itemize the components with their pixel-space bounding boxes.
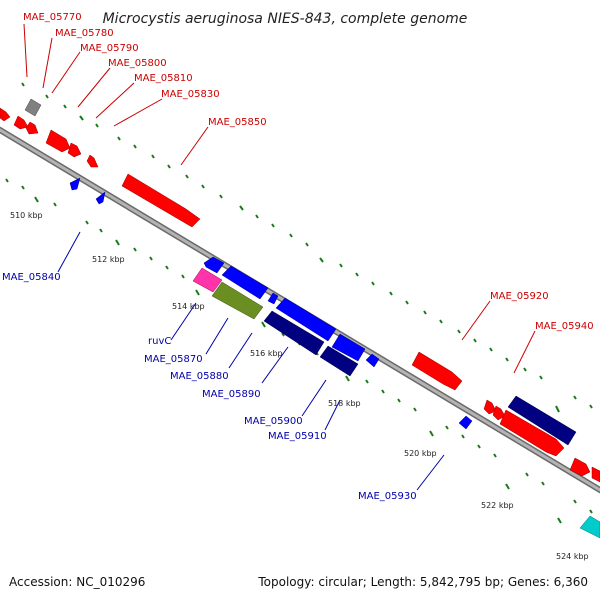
gene-arrow[interactable] <box>95 191 106 205</box>
topology-text: Topology: circular; Length: 5,842,795 bp… <box>258 575 588 589</box>
kbp-label: 510 kbp <box>10 211 43 220</box>
gene-arrow[interactable] <box>13 115 29 130</box>
label-leader-lines <box>23 23 536 491</box>
gene-arrow[interactable] <box>507 395 577 446</box>
gene-label[interactable]: MAE_05920 <box>490 291 549 302</box>
gene-arrow[interactable] <box>483 399 497 415</box>
gene-arrow[interactable] <box>492 405 506 421</box>
gene-ruvc[interactable] <box>192 267 223 293</box>
gene-label[interactable]: MAE_05800 <box>108 58 167 69</box>
gene-label[interactable]: MAE_05840 <box>2 272 61 283</box>
kbp-scale-labels: 510 kbp 512 kbp 514 kbp 516 kbp 518 kbp … <box>10 211 589 561</box>
gene-mae-05870[interactable] <box>211 281 264 320</box>
gene-label[interactable]: MAE_05880 <box>170 371 229 382</box>
outer-tick-row <box>21 82 593 413</box>
gene-label[interactable]: MAE_05940 <box>535 321 594 332</box>
gene-arrow[interactable] <box>319 345 359 377</box>
gene-label[interactable]: MAE_05830 <box>161 89 220 100</box>
gene-label[interactable]: MAE_05910 <box>268 431 327 442</box>
kbp-label: 520 kbp <box>404 449 437 458</box>
gene-arrow[interactable] <box>267 292 279 305</box>
gene-arrow[interactable] <box>331 333 366 362</box>
forward-strand-genes <box>0 107 600 483</box>
gene-arrow[interactable] <box>0 107 11 122</box>
gene-arrow-mae-05940[interactable] <box>499 409 565 457</box>
gene-label[interactable]: MAE_05780 <box>55 28 114 39</box>
gene-label[interactable]: MAE_05810 <box>134 73 193 84</box>
gene-arrow[interactable] <box>221 265 269 300</box>
gene-arrow-mae-05850[interactable] <box>121 173 201 228</box>
forward-gene-labels: MAE_05770 MAE_05780 MAE_05790 MAE_05800 … <box>23 12 594 332</box>
gene-label[interactable]: MAE_05930 <box>358 491 417 502</box>
gene-label[interactable]: MAE_05850 <box>208 117 267 128</box>
reverse-strand-genes <box>69 177 600 539</box>
gene-arrow[interactable] <box>45 129 71 153</box>
accession-text: Accession: NC_010296 <box>9 575 146 589</box>
gene-label[interactable]: MAE_05790 <box>80 43 139 54</box>
gene-arrow[interactable] <box>67 142 82 158</box>
gene-arrow[interactable] <box>458 415 473 430</box>
gene-label[interactable]: MAE_05900 <box>244 416 303 427</box>
kbp-label: 516 kbp <box>250 349 283 358</box>
gene-arrow[interactable] <box>365 353 380 368</box>
gene-arrow[interactable] <box>275 297 337 342</box>
gene-arrow[interactable] <box>203 256 225 274</box>
kbp-label: 512 kbp <box>92 255 125 264</box>
gene-arrow[interactable] <box>591 466 600 483</box>
map-title: Microcystis aeruginosa NIES-843, complet… <box>103 11 468 27</box>
gene-arrow[interactable] <box>263 310 325 356</box>
reverse-gene-labels: MAE_05840 ruvC MAE_05870 MAE_05880 MAE_0… <box>2 272 417 502</box>
kbp-label: 518 kbp <box>328 399 361 408</box>
kbp-label: 522 kbp <box>481 501 514 510</box>
gene-arrow[interactable] <box>86 154 99 168</box>
kbp-label: 514 kbp <box>172 302 205 311</box>
gene-arrow-mae-05920[interactable] <box>411 351 463 391</box>
gene-arrow[interactable] <box>579 515 600 539</box>
gene-arrow[interactable] <box>69 177 81 191</box>
gene-gray-mae-05770[interactable] <box>24 98 42 117</box>
inner-tick-row <box>5 178 593 524</box>
gene-arrow[interactable] <box>25 121 39 135</box>
gene-arrow[interactable] <box>569 457 591 477</box>
gene-label[interactable]: ruvC <box>148 336 171 347</box>
gene-label[interactable]: MAE_05870 <box>144 354 203 365</box>
gene-label[interactable]: MAE_05890 <box>202 389 261 400</box>
kbp-label: 524 kbp <box>556 552 589 561</box>
gene-label[interactable]: MAE_05770 <box>23 12 82 23</box>
